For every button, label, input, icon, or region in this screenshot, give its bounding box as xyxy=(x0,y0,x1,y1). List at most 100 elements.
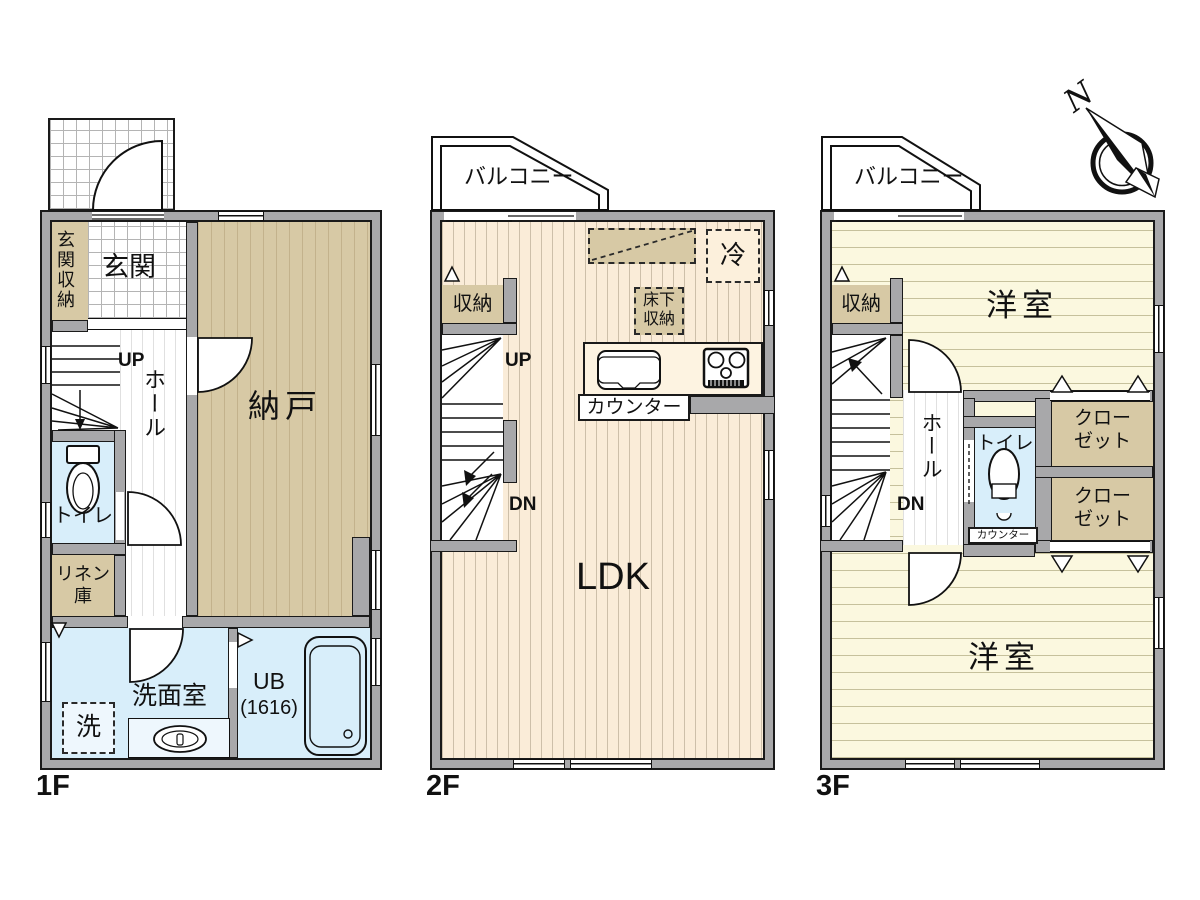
floor3-label: 3F xyxy=(816,770,850,802)
room-closet-1 xyxy=(1052,402,1153,466)
underfloor-storage xyxy=(634,287,684,335)
label-laundry: 洗 xyxy=(75,713,101,741)
window xyxy=(764,450,774,500)
floor2-label: 2F xyxy=(426,770,460,802)
window xyxy=(41,502,51,538)
room-genkan xyxy=(88,222,186,318)
label-hall-3f: ホール xyxy=(919,412,942,481)
label-hall-1f: ホール xyxy=(141,368,166,440)
label-storage-3f: 収納 xyxy=(841,293,881,315)
label-underfloor: 床下 収納 xyxy=(634,291,684,329)
wall xyxy=(820,540,903,552)
label-up-2f: UP xyxy=(505,350,532,371)
wall xyxy=(503,420,517,483)
window xyxy=(41,642,51,702)
wall xyxy=(186,222,198,616)
label-closet-1: クロー ゼット xyxy=(1052,408,1153,454)
genkan-step xyxy=(88,318,186,330)
window xyxy=(218,211,264,221)
label-dn-3f: DN xyxy=(897,494,925,515)
wall xyxy=(52,320,88,332)
label-linen-line2: 庫 xyxy=(74,585,92,606)
wall xyxy=(430,540,517,552)
wall xyxy=(228,628,238,758)
room-hall-3f xyxy=(903,390,963,545)
room-hall-1f xyxy=(120,330,186,616)
wall xyxy=(832,323,903,335)
label-dn-2f: DN xyxy=(509,494,537,515)
counter-label-box-3f: カウンター xyxy=(968,527,1038,544)
label-ub-line1: UB xyxy=(253,668,285,694)
entrance-porch xyxy=(48,118,175,211)
wall xyxy=(503,278,517,323)
kitchen-dashed-unit xyxy=(588,228,696,264)
window xyxy=(570,759,652,769)
entrance-opening xyxy=(92,212,164,220)
label-storage-2f: 収納 xyxy=(452,293,493,315)
label-toilet-3f: トイレ xyxy=(976,433,1034,454)
counter-label-3f: カウンター xyxy=(976,529,1030,542)
window xyxy=(513,759,565,769)
window xyxy=(905,759,955,769)
wall xyxy=(963,544,1035,557)
room-genkan-storage xyxy=(52,222,88,320)
wall xyxy=(442,323,517,335)
label-linen: リネン 庫 xyxy=(52,564,114,607)
window xyxy=(1154,305,1164,353)
wall xyxy=(963,416,1040,428)
door-gap xyxy=(116,492,124,540)
wall xyxy=(1035,466,1153,478)
window xyxy=(960,759,1040,769)
counter-label-2f: カウンター xyxy=(586,396,682,418)
label-nando: 納戸 xyxy=(248,388,323,424)
label-senmen: 洗面室 xyxy=(132,682,208,710)
window xyxy=(821,495,831,527)
door-gap xyxy=(229,642,237,688)
label-up-1f: UP xyxy=(118,350,145,371)
label-closet-2: クロー ゼット xyxy=(1052,486,1153,532)
room-storage-2f xyxy=(442,285,503,323)
window xyxy=(41,346,51,384)
vanity-counter xyxy=(128,718,230,758)
laundry-space xyxy=(62,702,115,754)
pocket-door-toilet xyxy=(964,440,974,502)
window xyxy=(371,364,381,436)
compass-north-label: N xyxy=(1057,74,1101,120)
closet1-door-gap xyxy=(1050,391,1150,401)
fridge-space xyxy=(706,229,760,283)
window xyxy=(371,638,381,686)
wall xyxy=(52,543,126,555)
label-balcony-2f: バルコニー xyxy=(464,164,574,189)
stairs-2f-area xyxy=(442,335,503,540)
wall xyxy=(690,396,775,414)
wall-pillar xyxy=(352,537,370,616)
label-closet2-line1: クロー xyxy=(1073,486,1131,507)
window xyxy=(371,550,381,610)
stairs-3f-area xyxy=(832,335,890,540)
label-ub: UB (1616) xyxy=(238,668,300,720)
kitchen-counter xyxy=(583,342,763,396)
room-storage-3f xyxy=(832,285,890,323)
label-fridge: 冷 xyxy=(719,240,746,270)
door-gap xyxy=(187,337,197,395)
label-balcony-3f: バルコニー xyxy=(854,164,964,189)
room-linen xyxy=(52,555,114,616)
wall xyxy=(114,555,126,616)
label-toilet-1f: トイレ xyxy=(53,505,113,527)
wall xyxy=(52,616,128,628)
room-nando xyxy=(198,222,370,616)
label-underfloor-line1: 床下 xyxy=(642,292,675,309)
wall xyxy=(890,335,903,398)
label-genkan: 玄関 xyxy=(102,252,156,282)
balcony-door-3f xyxy=(834,212,964,220)
wall xyxy=(890,278,903,323)
wall xyxy=(182,616,370,628)
label-closet1-line1: クロー xyxy=(1073,408,1131,429)
closet2-door-gap xyxy=(1050,541,1150,552)
counter-label-box-2f: カウンター xyxy=(578,394,690,421)
window xyxy=(764,290,774,326)
label-genkan-storage: 玄関収納 xyxy=(55,230,75,310)
door-gap xyxy=(130,618,182,626)
window xyxy=(1154,597,1164,649)
